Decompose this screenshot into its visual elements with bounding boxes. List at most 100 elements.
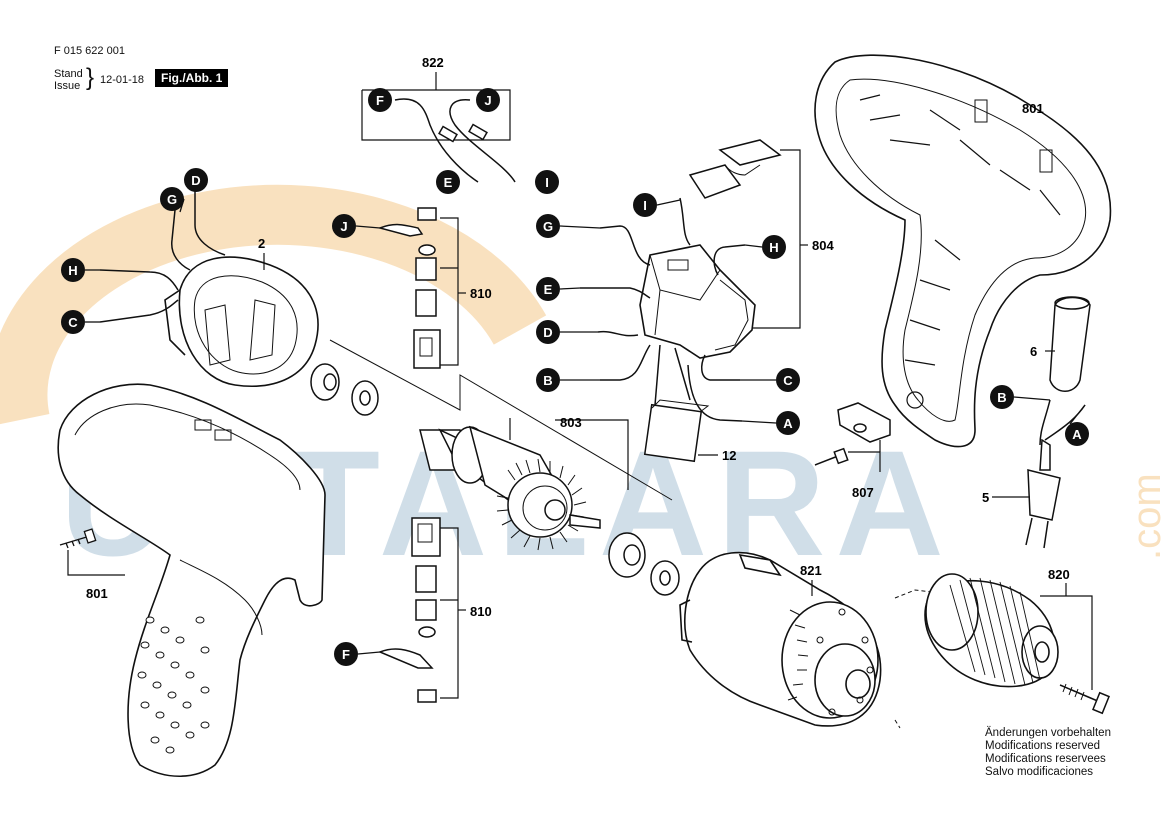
label-804: 804 (812, 238, 834, 253)
note-es: Salvo modificaciones (985, 766, 1094, 778)
armature-fan-teeth (496, 458, 587, 551)
switch-cover-plate (688, 139, 782, 199)
marker-D-switch: D (536, 320, 560, 344)
leader-804-box (752, 149, 801, 329)
marker-F-brush: F (334, 642, 358, 666)
stand-label: Stand (54, 68, 83, 80)
housing-screw-left (59, 528, 97, 549)
housing-left-half (57, 383, 326, 778)
svg-text:J: J (340, 219, 347, 234)
svg-text:H: H (68, 263, 77, 278)
marker-I-top: I (535, 170, 559, 194)
svg-text:A: A (783, 416, 793, 431)
leader-801-left (67, 550, 125, 576)
marker-B-cord: B (990, 385, 1014, 409)
cable-clamp (814, 402, 891, 466)
marker-G-coil: G (160, 187, 184, 211)
label-5: 5 (982, 490, 989, 505)
modification-notes: Änderungen vorbehalten Modifications res… (985, 727, 1111, 779)
marker-C-switch: C (776, 368, 800, 392)
svg-text:C: C (68, 315, 78, 330)
leader-810-top-box (440, 217, 459, 366)
gearbox-ribs (787, 608, 874, 716)
label-822: 822 (422, 55, 444, 70)
leader-822-box (361, 89, 511, 141)
bearing-left (310, 363, 379, 416)
brush-holder-bottom (378, 517, 441, 703)
part-number: F 015 622 001 (54, 45, 125, 57)
housing-right-half (814, 54, 1112, 448)
marker-E-top: E (436, 170, 460, 194)
label-821: 821 (800, 563, 822, 578)
marker-C-coil: C (61, 310, 85, 334)
brace-glyph: } (86, 64, 95, 91)
svg-text:H: H (769, 240, 778, 255)
marker-E-switch: E (536, 277, 560, 301)
figure-tag: Fig./Abb. 1 (155, 69, 229, 87)
label-801-left: 801 (86, 586, 108, 601)
svg-text:F: F (342, 647, 350, 662)
label-12: 12 (722, 448, 736, 463)
field-coil (164, 256, 319, 387)
svg-text:B: B (997, 390, 1006, 405)
note-en: Modifications reserved (985, 740, 1101, 752)
svg-text:J: J (484, 93, 491, 108)
leader-803-line (329, 339, 673, 501)
issue-date: 12-01-18 (100, 74, 145, 86)
watermark-suffix: .com (1125, 473, 1169, 560)
svg-text:G: G (543, 219, 553, 234)
marker-G-switch: G (536, 214, 560, 238)
marker-J-brush: J (332, 214, 356, 238)
svg-text:E: E (544, 282, 553, 297)
label-803: 803 (560, 415, 582, 430)
marker-A-cord: A (1065, 422, 1089, 446)
label-801-right: 801 (1022, 101, 1044, 116)
switch-wires (580, 197, 746, 422)
leader-820 (1040, 595, 1093, 690)
note-fr: Modifications reservees (985, 753, 1106, 765)
label-807: 807 (852, 485, 874, 500)
svg-text:F: F (376, 93, 384, 108)
bearing-right (608, 532, 680, 596)
svg-text:B: B (543, 373, 552, 388)
wire-markers: F J E I D G H C J I G H E D B C A B A F (61, 88, 1089, 666)
marker-connectors (85, 198, 1086, 655)
svg-text:E: E (444, 175, 453, 190)
svg-text:D: D (191, 173, 200, 188)
chuck-knurl (949, 577, 1041, 686)
grip-dot-pattern (137, 616, 210, 754)
watermark-ring (0, 184, 547, 425)
issue-label: Issue (54, 80, 81, 92)
note-de: Änderungen vorbehalten (985, 727, 1111, 739)
label-820: 820 (1048, 567, 1070, 582)
cable-sleeve (1049, 296, 1091, 392)
wire-set-822 (394, 98, 516, 183)
svg-text:I: I (545, 175, 549, 190)
brush-holder-top (377, 207, 441, 369)
label-810-top: 810 (470, 286, 492, 301)
marker-H-coil: H (61, 258, 85, 282)
label-6: 6 (1030, 344, 1037, 359)
leader-810-bottom-box (440, 527, 459, 699)
svg-text:A: A (1072, 427, 1082, 442)
marker-I-switch: I (633, 193, 657, 217)
marker-B-switch: B (536, 368, 560, 392)
trigger-switch (639, 244, 756, 359)
svg-text:D: D (543, 325, 552, 340)
svg-text:C: C (783, 373, 793, 388)
suppressor-capacitor (643, 399, 710, 463)
marker-J-top: J (476, 88, 500, 112)
marker-A-switch: A (776, 411, 800, 435)
label-2: 2 (258, 236, 265, 251)
gearbox (679, 551, 882, 727)
label-810-bottom: 810 (470, 604, 492, 619)
marker-F-top: F (368, 88, 392, 112)
marker-H-switch: H (762, 235, 786, 259)
field-coil-wires (99, 190, 226, 323)
svg-text:I: I (643, 198, 647, 213)
power-cord (1025, 399, 1086, 549)
armature (419, 425, 601, 538)
marker-D-coil: D (184, 168, 208, 192)
